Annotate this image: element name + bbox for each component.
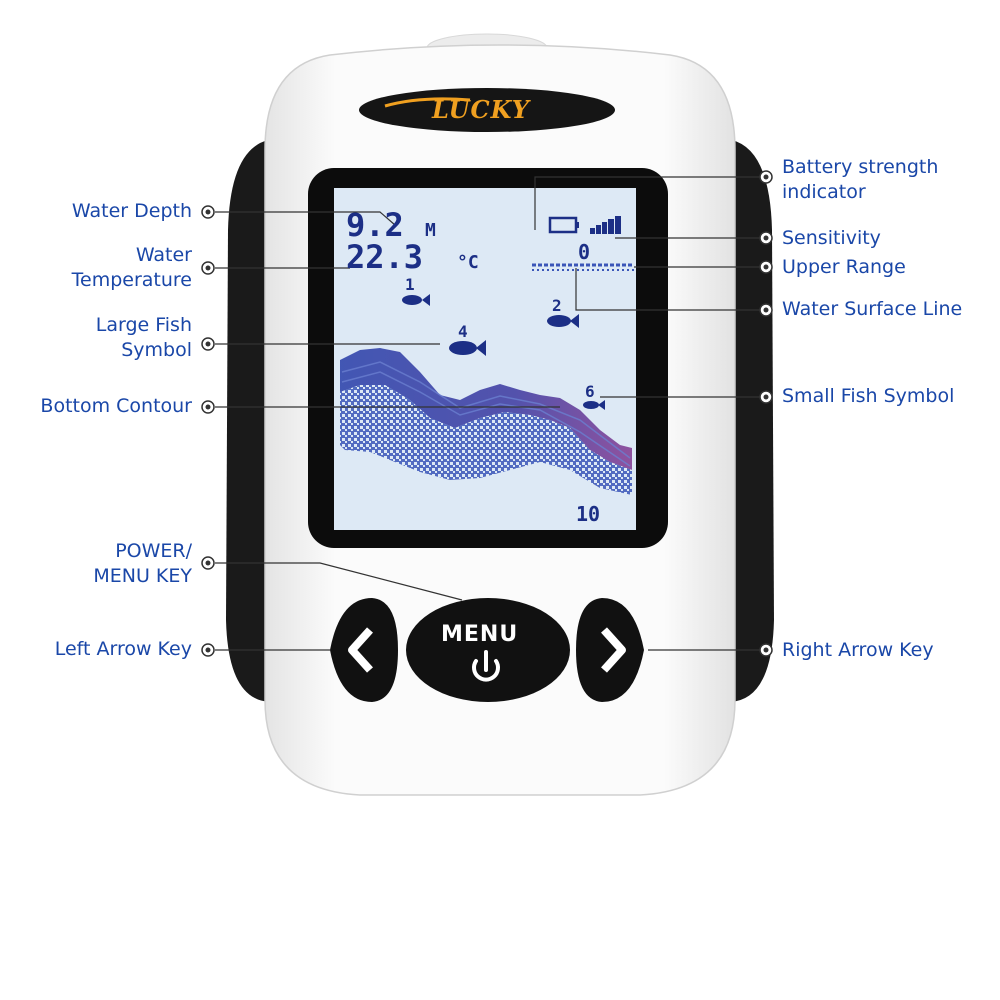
fish-depth-label: 4 (458, 322, 468, 341)
contour-highlight (341, 361, 631, 467)
callout-power-menu-key: POWER/ MENU KEY (93, 540, 192, 587)
callout-water-depth: Water Depth (71, 200, 192, 222)
water-surface-line (532, 263, 634, 271)
fish-icon (547, 314, 579, 328)
left-arrow-key[interactable] (330, 598, 398, 702)
menu-key-label[interactable]: MENU (441, 622, 519, 647)
temperature-unit: °C (457, 252, 479, 273)
sensitivity-bars-icon (590, 216, 621, 234)
leader-lines (215, 176, 763, 651)
callout-water-temperature: Water Temperature (71, 244, 192, 291)
callout-upper-range: Upper Range (782, 256, 906, 278)
fish-depth-label: 1 (405, 275, 415, 294)
callout-sensitivity: Sensitivity (782, 227, 881, 249)
brand-logo: LUCKY (432, 95, 530, 124)
menu-key-shape (406, 598, 570, 702)
callout-bottom-contour: Bottom Contour (40, 395, 192, 417)
depth-value: 9.2 (346, 206, 404, 244)
lower-range-value: 10 (576, 502, 601, 526)
depth-unit: M (425, 220, 436, 241)
right-arrow-key[interactable] (576, 598, 644, 702)
callout-large-fish-symbol: Large Fish Symbol (95, 314, 192, 361)
menu-key[interactable] (406, 598, 570, 702)
callout-water-surface-line: Water Surface Line (782, 298, 963, 320)
bottom-noise (340, 385, 632, 495)
left-grip (226, 140, 270, 702)
left-arrow-key-shape (330, 598, 398, 702)
callout-battery-strength: Battery strength indicator (782, 156, 939, 203)
large-fish-icon (449, 340, 486, 356)
right-arrow-key-shape (576, 598, 644, 702)
upper-range-value: 0 (578, 240, 591, 264)
callout-left-arrow-key: Left Arrow Key (54, 638, 192, 660)
right-grip (730, 140, 774, 702)
callout-small-fish-symbol: Small Fish Symbol (782, 385, 955, 407)
power-icon (472, 650, 500, 682)
temperature-value: 22.3 (346, 238, 424, 276)
callout-right-arrow-key: Right Arrow Key (782, 639, 934, 661)
fish-depth-label: 6 (585, 382, 595, 401)
small-fish-icon (583, 400, 605, 410)
fish-depth-label: 2 (552, 296, 562, 315)
fish-icon (402, 294, 430, 306)
